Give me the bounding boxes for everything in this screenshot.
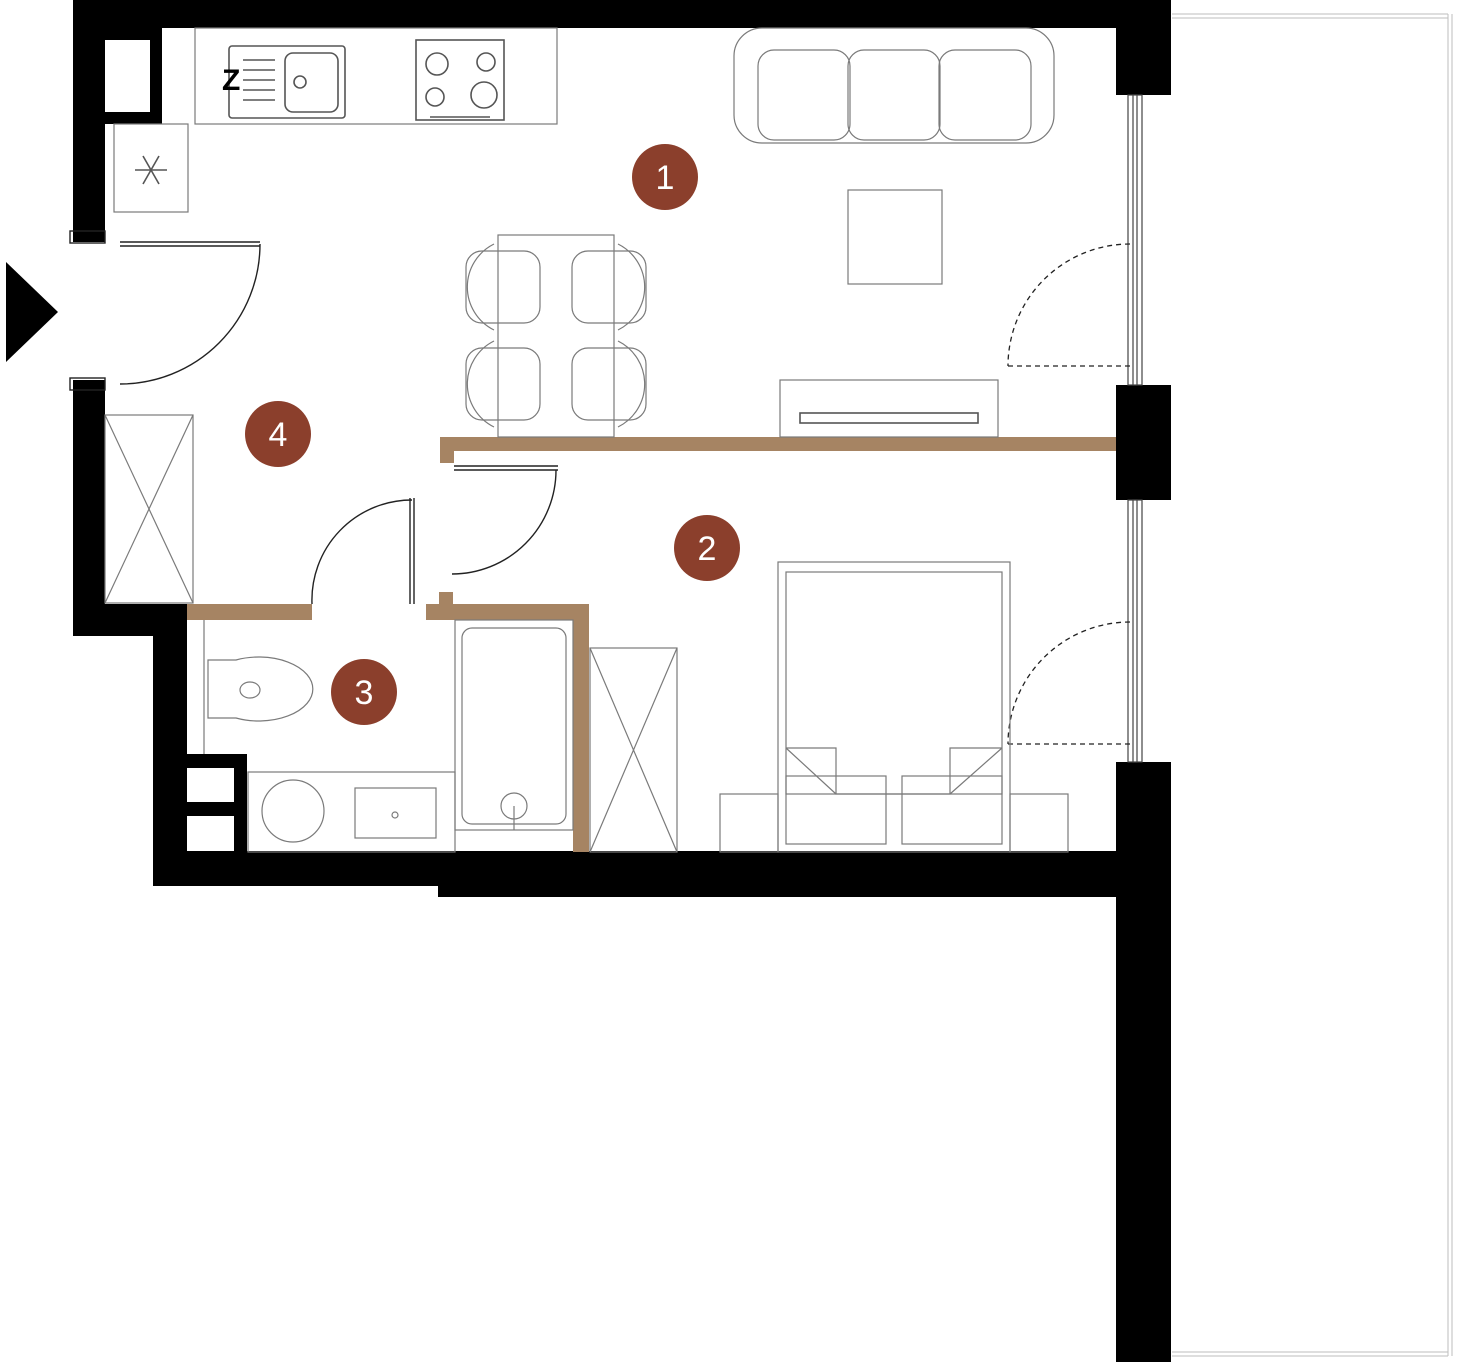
room-marker-4: 4 — [245, 401, 311, 467]
room-marker-3: 3 — [331, 659, 397, 725]
room-number-1: 1 — [656, 159, 675, 197]
room-marker-2: 2 — [674, 515, 740, 581]
snowflake-icon — [135, 155, 167, 185]
room-number-3: 3 — [355, 674, 374, 712]
windows — [1127, 94, 1143, 763]
entrance-arrow-icon — [6, 262, 58, 362]
room-number-2: 2 — [698, 530, 717, 568]
interior-partitions — [187, 437, 1116, 852]
hall-wardrobe — [104, 414, 194, 604]
kitchen: Z — [113, 27, 558, 213]
bathroom-fixtures — [203, 619, 574, 853]
room-marker-1: 1 — [632, 144, 698, 210]
exterior-walls — [73, 0, 1171, 1362]
doors — [69, 230, 1131, 745]
bedroom-furniture — [589, 561, 1069, 853]
balcony — [1172, 13, 1453, 1357]
sink-icon — [228, 45, 346, 119]
room-number-4: 4 — [269, 416, 288, 454]
cooktop-icon — [415, 39, 505, 121]
kitchen-marker: Z — [222, 64, 240, 97]
living-furniture — [465, 27, 1055, 438]
